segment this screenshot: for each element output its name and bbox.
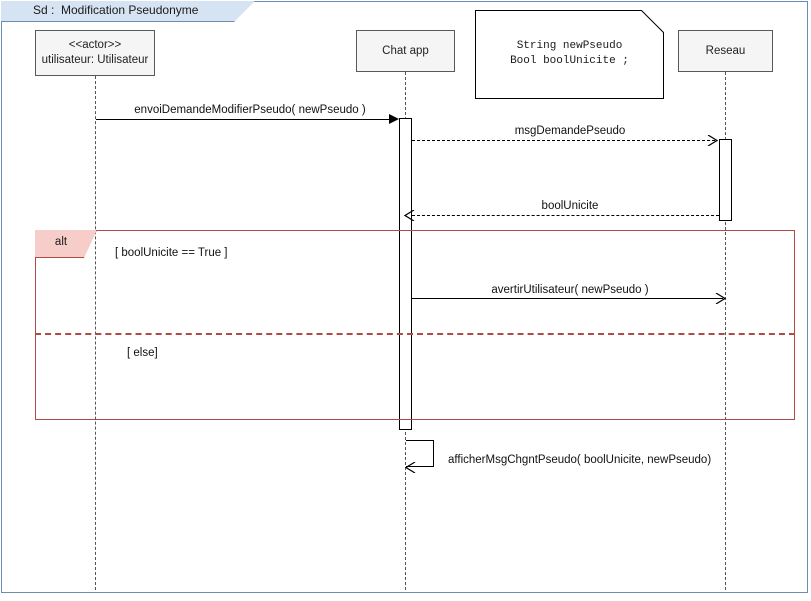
alt-fragment-divider (35, 333, 795, 335)
activation-bar-reseau (719, 139, 732, 221)
message-label-m3: boolUnicite (541, 200, 599, 212)
message-arrowhead-m2 (707, 135, 718, 146)
alt-guard-label-1: [ boolUnicite == True ] (115, 247, 228, 259)
note-line-2: Bool boolUnicite ; (510, 55, 629, 67)
lifeline-head-utilisateur[interactable]: <<actor>> utilisateur: Utilisateur (35, 30, 155, 76)
note-line-1: String newPseudo (516, 40, 623, 52)
lifeline-stereotype-utilisateur: <<actor>> (68, 39, 122, 51)
message-arrowhead-m4 (715, 293, 726, 304)
message-arrowhead-m5 (405, 462, 416, 473)
activation-bar-chatapp (399, 118, 412, 430)
message-line-m2 (412, 140, 715, 141)
note-fold-icon (641, 10, 664, 33)
message-self-loop-m5 (406, 440, 434, 467)
message-label-m5: afficherMsgChgntPseudo( boolUnicite, new… (448, 454, 712, 466)
note-box (475, 10, 664, 99)
message-line-m4 (412, 298, 723, 299)
lifeline-head-chatapp[interactable]: Chat app (356, 30, 455, 72)
lifeline-label-chatapp: Chat app (382, 44, 429, 57)
diagram-title-label: Sd : Modification Pseudonyme (33, 3, 199, 17)
message-label-m4: avertirUtilisateur( newPseudo ) (491, 284, 649, 296)
message-arrowhead-m1 (389, 114, 399, 124)
lifeline-head-reseau[interactable]: Reseau (678, 30, 773, 72)
message-label-m2: msgDemandePseudo (514, 125, 626, 137)
lifeline-line-reseau (725, 72, 726, 590)
message-line-m3 (412, 215, 719, 216)
alt-guard-label-2: [ else] (127, 347, 158, 359)
message-line-m1 (96, 119, 390, 120)
alt-fragment-frame (35, 230, 795, 420)
lifeline-label-reseau: Reseau (705, 44, 746, 57)
lifeline-label-utilisateur: utilisateur: Utilisateur (41, 54, 149, 66)
message-arrowhead-m3 (404, 210, 415, 221)
alt-fragment-operator-label: alt (54, 236, 68, 248)
message-label-m1: envoiDemandeModifierPseudo( newPseudo ) (134, 104, 366, 116)
